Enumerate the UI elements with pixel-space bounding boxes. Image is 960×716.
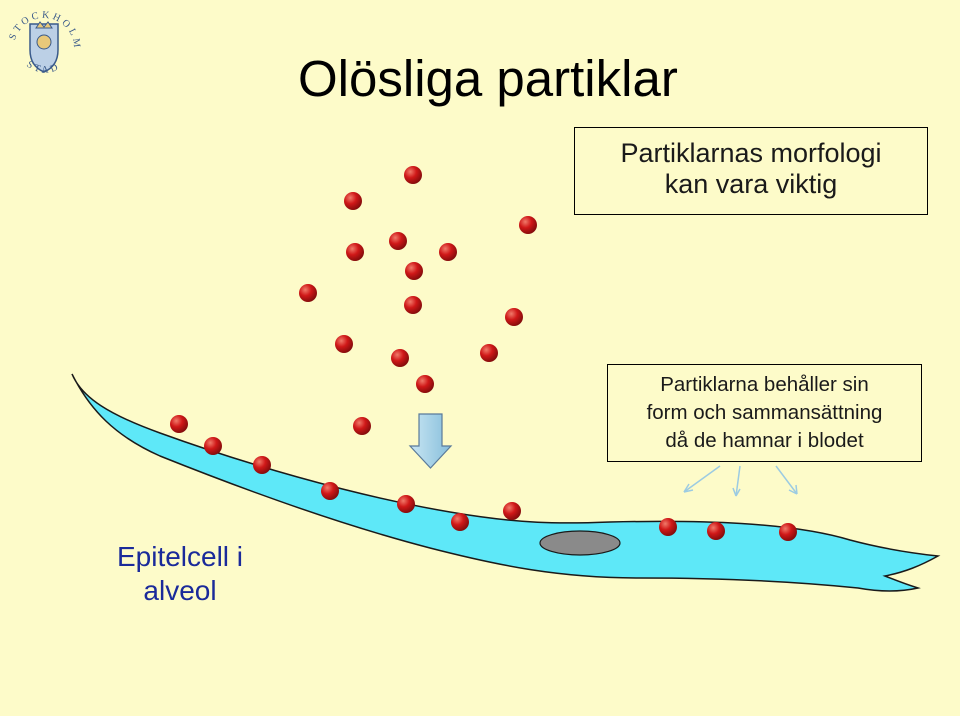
retain-form-textbox: Partiklarna behåller sin form och samman… bbox=[607, 364, 922, 462]
particle bbox=[416, 375, 434, 393]
particle bbox=[503, 502, 521, 520]
morphology-line-2: kan vara viktig bbox=[664, 169, 838, 199]
morphology-textbox: Partiklarnas morfologi kan vara viktig bbox=[574, 127, 928, 215]
airborne-particles bbox=[299, 166, 537, 435]
particle bbox=[353, 417, 371, 435]
epithelial-cell-label: Epitelcell i alveol bbox=[100, 540, 260, 608]
particle bbox=[204, 437, 222, 455]
cell-particles bbox=[170, 415, 797, 541]
particle bbox=[253, 456, 271, 474]
particle bbox=[404, 296, 422, 314]
particle bbox=[299, 284, 317, 302]
particle bbox=[505, 308, 523, 326]
retain-line-1: Partiklarna behåller sin bbox=[660, 373, 869, 396]
retain-line-3: då de hamnar i blodet bbox=[665, 429, 864, 452]
particle bbox=[321, 482, 339, 500]
particle bbox=[404, 166, 422, 184]
particle bbox=[480, 344, 498, 362]
particle bbox=[389, 232, 407, 250]
cell-nucleus bbox=[539, 530, 621, 556]
particle bbox=[405, 262, 423, 280]
cell-label-line-1: Epitelcell i bbox=[116, 541, 244, 572]
particle bbox=[439, 243, 457, 261]
particle bbox=[519, 216, 537, 234]
particle bbox=[707, 522, 725, 540]
particle bbox=[397, 495, 415, 513]
down-arrow-icon bbox=[408, 413, 453, 469]
particle bbox=[451, 513, 469, 531]
retain-line-2: form och sammansättning bbox=[646, 401, 883, 424]
particle bbox=[391, 349, 409, 367]
slide-title: Olösliga partiklar bbox=[298, 50, 678, 107]
particle bbox=[335, 335, 353, 353]
particle bbox=[659, 518, 677, 536]
particle bbox=[779, 523, 797, 541]
particle bbox=[170, 415, 188, 433]
pointer-arrows bbox=[683, 465, 798, 497]
morphology-line-1: Partiklarnas morfologi bbox=[620, 138, 882, 168]
particle bbox=[344, 192, 362, 210]
particle bbox=[346, 243, 364, 261]
cell-label-line-2: alveol bbox=[143, 575, 217, 606]
